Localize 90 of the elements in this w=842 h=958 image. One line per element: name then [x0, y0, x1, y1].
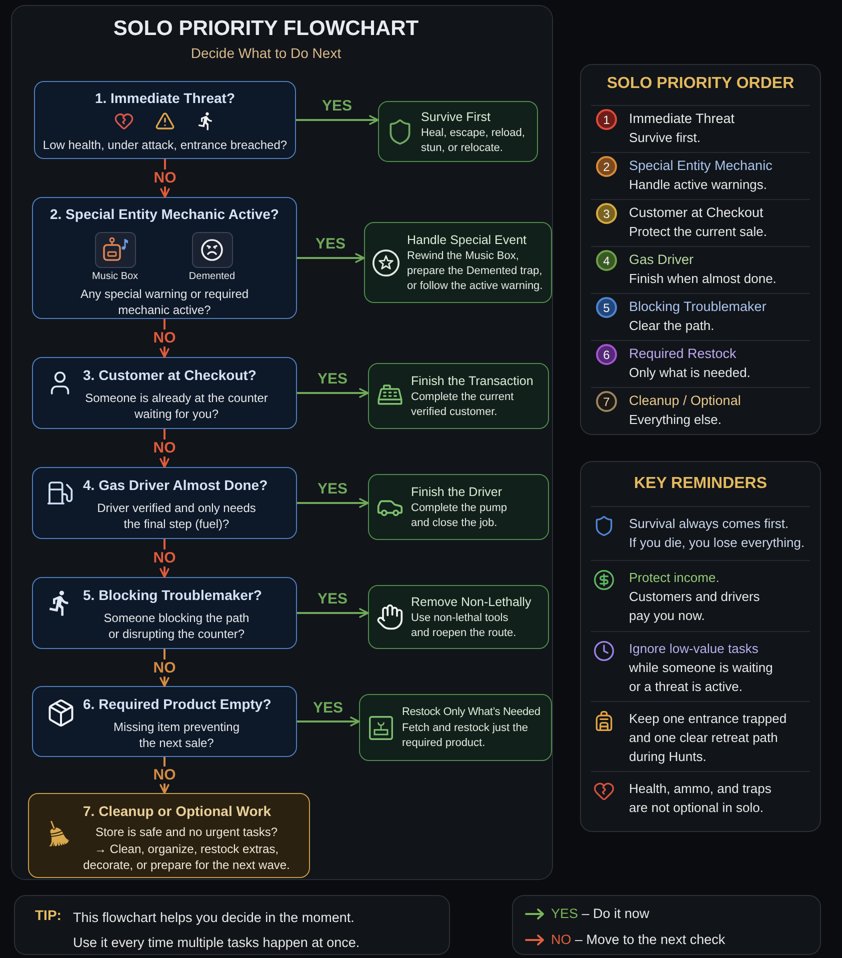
- priority-description: Only what is needed.: [629, 364, 750, 382]
- action-box: [364, 222, 552, 303]
- action-text: Rewind the Music Box, prepare the Demented trap, or follow the active warning.: [407, 249, 544, 294]
- decision-box: [32, 686, 297, 757]
- priority-title: Cleanup / Optional: [629, 392, 741, 410]
- edge-label: NO: [151, 659, 178, 676]
- reminder-text: If you die, you lose everything.: [629, 534, 806, 552]
- action-title: Finish the Driver: [411, 484, 502, 501]
- icon-caption: Demented: [188, 271, 236, 283]
- action-title: Handle Special Event: [407, 232, 527, 249]
- outcome-box: [28, 793, 310, 878]
- action-box: [368, 474, 549, 540]
- tip-text: Use it every time multiple tasks happen at once.: [73, 934, 360, 952]
- reminder-text: Protect income.: [629, 569, 720, 587]
- action-text: Complete the pump and close the job.: [411, 501, 508, 531]
- legend-text: YES – Do it now: [551, 905, 650, 923]
- priority-panel: [580, 64, 821, 435]
- action-title: Remove Non-Lethally: [411, 594, 532, 611]
- decision-title: 3. Customer at Checkout?: [83, 366, 256, 384]
- action-text: Heal, escape, reload, stun, or relocate.: [421, 126, 526, 156]
- reminder-text: Health, ammo, and traps are not optional in solo.: [629, 780, 772, 817]
- decision-title: 6. Required Product Empty?: [83, 695, 272, 713]
- action-box: [378, 101, 538, 162]
- decision-box: [32, 467, 297, 539]
- edge-label: NO: [151, 550, 178, 566]
- arrow: [297, 498, 369, 508]
- arrow: [297, 608, 369, 618]
- edge-label: NO: [151, 440, 178, 456]
- decision-title: 2. Special Entity Mechanic Active?: [48, 205, 280, 223]
- panel-heading: SOLO PRIORITY ORDER: [606, 74, 796, 94]
- decision-title: 1. Immediate Threat?: [94, 89, 236, 107]
- decision-text: Someone is already at the counter waiting for you?: [84, 390, 269, 422]
- priority-description: Protect the current sale.: [629, 223, 768, 241]
- legend-text: NO – Move to the next check: [551, 931, 726, 949]
- priority-description: Finish when almost done.: [629, 270, 776, 288]
- priority-description: Handle active warnings.: [629, 176, 768, 194]
- decision-title: 4. Gas Driver Almost Done?: [83, 476, 268, 494]
- priority-description: Everything else.: [629, 411, 722, 429]
- priority-title: Required Restock: [629, 345, 736, 363]
- action-box: [368, 585, 549, 649]
- edge-label: NO: [151, 766, 178, 784]
- icon-caption: Music Box: [92, 271, 138, 283]
- action-text: Complete the current verified customer.: [411, 390, 515, 420]
- outcome-text: Store is safe and no urgent tasks?: [94, 824, 279, 840]
- priority-title: Immediate Threat: [629, 110, 735, 128]
- reminder-text: Customers and drivers pay you now.: [629, 588, 761, 625]
- outcome-title: 7. Cleanup or Optional Work: [83, 802, 271, 820]
- priority-description: Survive first.: [629, 129, 701, 147]
- edge-label: NO: [152, 170, 178, 186]
- priority-title: Blocking Troublemaker: [629, 298, 766, 316]
- action-title: Restock Only What’s Needed: [402, 705, 540, 720]
- reminder-text: Survival always comes first.: [629, 515, 790, 533]
- priority-title: Special Entity Mechanic: [629, 157, 772, 175]
- decision-title: 5. Blocking Troublemaker?: [83, 586, 262, 604]
- main-panel: [11, 5, 553, 880]
- decision-box: [34, 81, 296, 159]
- edge-label: NO: [151, 330, 178, 346]
- action-box: [368, 363, 549, 429]
- arrow: [297, 388, 369, 398]
- reminder-text: Keep one entrance trapped and one clear retreat path during Hunts.: [629, 710, 788, 766]
- decision-text: Low health, under attack, entrance breached?: [42, 138, 288, 153]
- arrow: [296, 115, 379, 125]
- edge-label: YES: [311, 699, 345, 716]
- reminder-text: Ignore low-value tasks: [629, 640, 760, 658]
- decision-text: Any special warning or required mechanic active?: [79, 286, 250, 318]
- action-box: [359, 694, 552, 761]
- decision-text: Someone blocking the path or disrupting the counter?: [102, 610, 250, 642]
- decision-box: [32, 357, 297, 429]
- action-text: Use non-lethal tools and roepen the route.: [411, 611, 518, 641]
- decision-text: Driver verified and only needs the final step (fuel)?: [96, 500, 257, 532]
- outcome-text: → Clean, organize, restock extras, decorate, or prepare for the next wave.: [82, 840, 291, 874]
- priority-title: Customer at Checkout: [629, 204, 764, 222]
- priority-description: Clear the path.: [629, 317, 714, 335]
- title: SOLO PRIORITY FLOWCHART: [112, 16, 420, 42]
- panel-heading: KEY REMINDERS: [632, 474, 768, 494]
- decision-box: [32, 197, 297, 319]
- arrow: [297, 253, 365, 263]
- tip-text: This flowchart helps you decide in the moment.: [73, 909, 356, 927]
- subtitle: Decide What to Do Next: [190, 44, 342, 62]
- tip-panel: [14, 895, 450, 955]
- decision-text: Missing item preventing the next sale?: [112, 719, 241, 751]
- decision-box: [32, 577, 297, 649]
- action-text: Fetch and restock just the required product.: [402, 721, 529, 751]
- action-title: Finish the Transaction: [411, 373, 534, 390]
- action-title: Survive First: [421, 108, 490, 126]
- reminder-text: while someone is waiting or a threat is active.: [629, 659, 774, 696]
- priority-title: Gas Driver: [629, 251, 694, 269]
- reminders-panel: [580, 461, 821, 832]
- tip-label: TIP:: [35, 906, 62, 925]
- arrow: [297, 716, 360, 726]
